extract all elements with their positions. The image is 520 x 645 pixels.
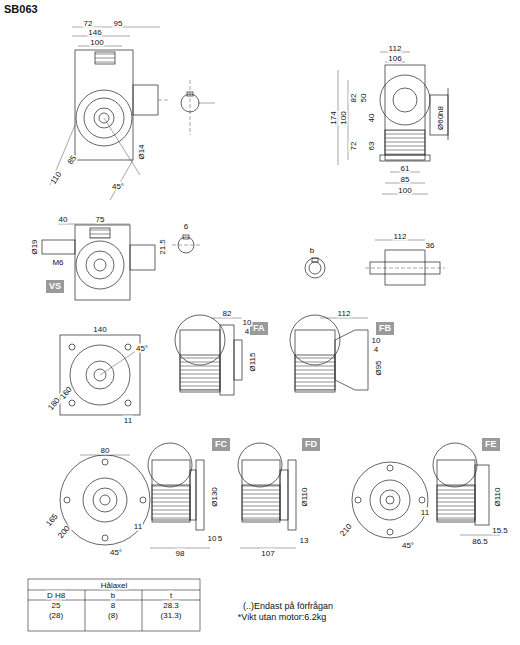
dimension-label: Ø60h8 bbox=[436, 105, 445, 131]
dimension-label: 13 bbox=[299, 536, 310, 545]
dimension-label: Ø130 bbox=[210, 486, 219, 508]
dimension-label: Ø14 bbox=[137, 143, 146, 160]
tag-text: VS bbox=[49, 281, 61, 291]
variant-tag: FC bbox=[212, 438, 230, 451]
dimension-label: Ø95 bbox=[374, 359, 383, 376]
diagram-title: SB063 bbox=[4, 3, 38, 15]
variant-tag: FE bbox=[482, 438, 500, 451]
variant-tag: FB bbox=[376, 322, 394, 335]
table-cell: t bbox=[169, 591, 173, 600]
note-text: (..)Endast på förfrågan bbox=[242, 602, 334, 611]
note-text: *Vikt utan motor:6.2kg bbox=[237, 613, 327, 622]
hollow-shaft bbox=[305, 258, 325, 278]
dimension-label: 75 bbox=[95, 215, 106, 224]
fb-view bbox=[290, 315, 368, 392]
dimension-label: 6 bbox=[183, 222, 189, 231]
shaft-detail-2 bbox=[172, 235, 200, 253]
dimension-label: 98 bbox=[175, 549, 186, 558]
dimension-label: 100 bbox=[89, 38, 104, 47]
dimension-label: 80 bbox=[100, 446, 111, 455]
dimension-label: 63 bbox=[367, 141, 376, 152]
table-cell: (31.3) bbox=[160, 611, 183, 620]
square-flange bbox=[60, 335, 145, 415]
variant-tag: FD bbox=[302, 438, 320, 451]
dimension-label: 112 bbox=[393, 232, 408, 241]
dimension-label: 174 bbox=[329, 110, 338, 125]
dimension-label: 107 bbox=[260, 549, 275, 558]
table-cell: 8 bbox=[110, 601, 116, 610]
dimension-label: 200 bbox=[56, 523, 73, 541]
dimension-label: 61 bbox=[400, 164, 411, 173]
dimension-label: 72 bbox=[83, 19, 94, 28]
tag-text: FB bbox=[379, 323, 391, 333]
fc-view bbox=[148, 443, 210, 548]
front-view bbox=[50, 27, 170, 200]
dimension-label: 112 bbox=[388, 44, 403, 53]
dimension-label: 82 bbox=[222, 309, 233, 318]
dimension-label: b bbox=[309, 246, 315, 255]
dimension-label: 210 bbox=[338, 521, 355, 539]
round-flange-fc bbox=[60, 455, 150, 545]
tag-text: FE bbox=[485, 439, 497, 449]
dimension-label: 86.5 bbox=[471, 537, 489, 546]
dimension-label: 4 bbox=[373, 345, 379, 354]
side-view bbox=[338, 52, 448, 194]
fe-view bbox=[433, 443, 500, 535]
dimension-label: 15.5 bbox=[491, 526, 509, 535]
dimension-label: 82 bbox=[349, 93, 358, 104]
dimension-label: 40 bbox=[367, 113, 376, 124]
table-cell: D H8 bbox=[46, 591, 66, 600]
dimension-label: 140 bbox=[92, 325, 107, 334]
dimension-label: 45° bbox=[401, 541, 415, 550]
table-cell: Hålaxel bbox=[100, 581, 129, 590]
top-view bbox=[365, 240, 445, 285]
dimension-label: 106 bbox=[387, 54, 402, 63]
dimension-label: Ø19 bbox=[30, 238, 39, 255]
dimension-label: 45° bbox=[135, 344, 149, 353]
dimension-label: M6 bbox=[51, 258, 64, 267]
dimension-label: 165 bbox=[44, 511, 61, 529]
round-flange-fe bbox=[352, 462, 428, 538]
tag-text: FA bbox=[253, 323, 265, 333]
dimension-label: 95 bbox=[113, 19, 124, 28]
dimension-label: 11 bbox=[123, 416, 133, 425]
dimension-label: 100 bbox=[339, 110, 348, 125]
dimension-label: 11 bbox=[420, 508, 430, 517]
hollow-shaft-table bbox=[28, 579, 200, 631]
tag-text: FD bbox=[305, 439, 317, 449]
dimension-label: 5 bbox=[217, 534, 223, 543]
dimension-label: 40 bbox=[58, 215, 69, 224]
dimension-label: 85 bbox=[65, 153, 79, 167]
dimension-label: 45° bbox=[109, 548, 123, 557]
dimension-label: Ø110 bbox=[300, 487, 309, 508]
table-cell: 25 bbox=[51, 601, 62, 610]
dimension-label: 72 bbox=[349, 141, 358, 152]
fd-view bbox=[238, 443, 296, 548]
dimension-label: 112 bbox=[337, 309, 352, 318]
shaft-detail bbox=[181, 80, 215, 135]
table-cell: (8) bbox=[107, 611, 119, 620]
dimension-label: 85 bbox=[400, 175, 411, 184]
dimension-label: 45° bbox=[111, 182, 125, 191]
table-cell: (28) bbox=[48, 611, 64, 620]
variant-tag: VS bbox=[46, 280, 64, 293]
dimension-label: 4 bbox=[244, 327, 250, 336]
dimension-label: 146 bbox=[87, 28, 102, 37]
dimension-label: 11 bbox=[133, 522, 143, 531]
tag-text: FC bbox=[215, 439, 227, 449]
dimension-label: 50 bbox=[359, 93, 368, 104]
dimension-label: Ø110 bbox=[493, 487, 502, 508]
table-cell: b bbox=[110, 591, 116, 600]
dimension-label: Ø115 bbox=[248, 352, 257, 373]
dimension-label: 10 bbox=[371, 336, 382, 345]
dimension-label: 36 bbox=[425, 241, 436, 250]
dimension-label: 10 bbox=[242, 318, 253, 327]
fa-view bbox=[175, 315, 242, 395]
table-cell: 28.3 bbox=[162, 601, 180, 610]
dimension-label: 100 bbox=[397, 186, 412, 195]
variant-tag: FA bbox=[250, 322, 268, 335]
vs-view bbox=[42, 224, 155, 300]
dimension-label: 21.5 bbox=[158, 238, 167, 256]
